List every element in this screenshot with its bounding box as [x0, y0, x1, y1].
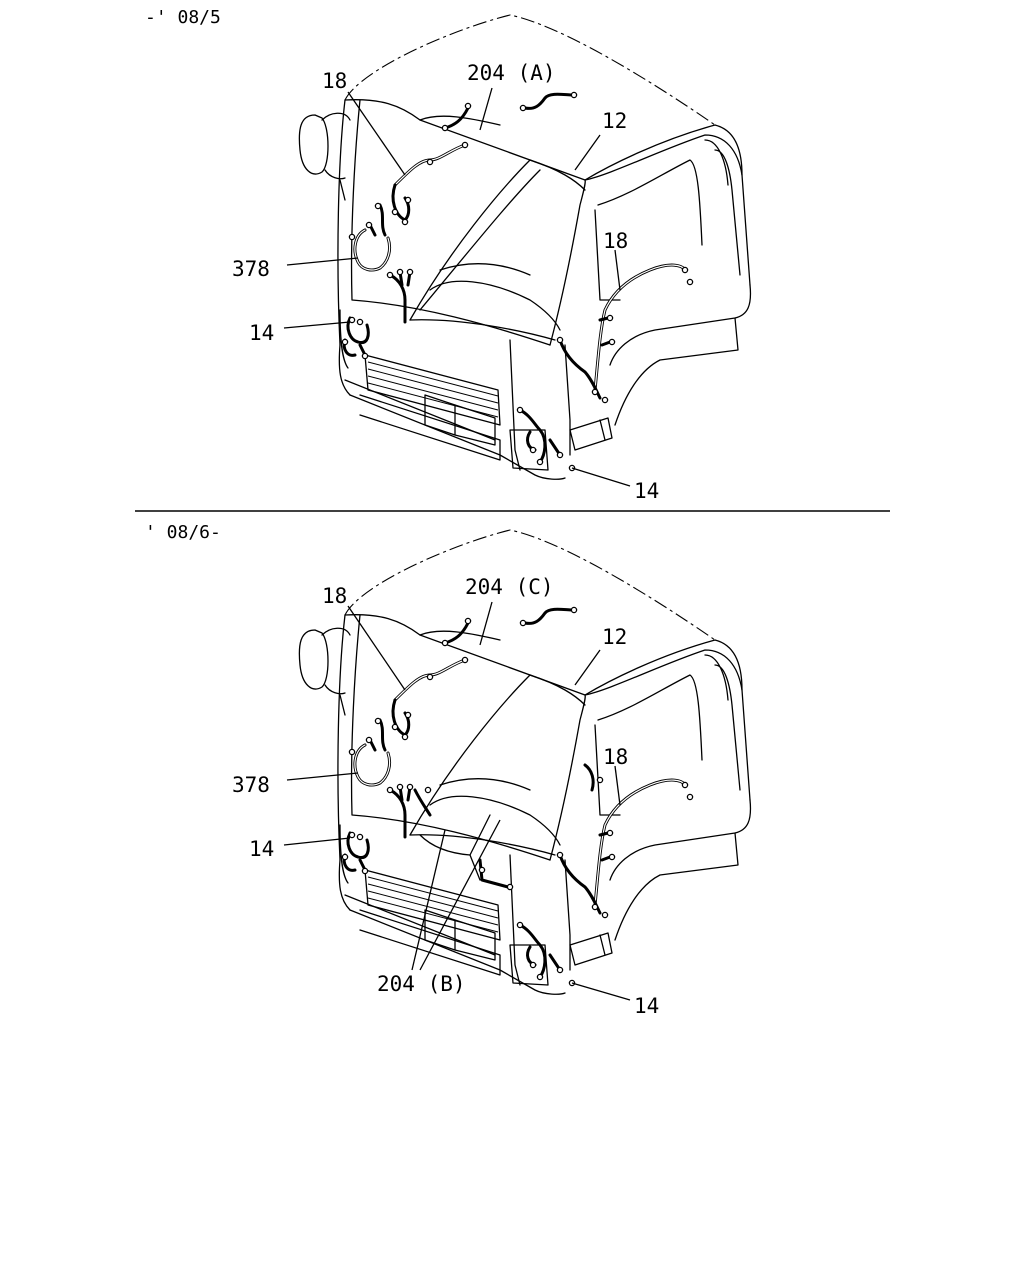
callout-18-top: 18	[322, 584, 347, 608]
callout-14-left: 14	[249, 837, 274, 861]
wire-harness	[340, 605, 695, 988]
callout-14-bottom: 14	[634, 479, 659, 503]
callout-12: 12	[602, 625, 627, 649]
callout-204-top: 204 (C)	[465, 575, 554, 599]
callout-18-right: 18	[603, 229, 628, 253]
callout-378: 378	[232, 257, 270, 281]
leader-204-bottom-b	[419, 819, 501, 971]
leader-14-left	[283, 837, 351, 846]
panel-early: -' 08/5 18 204 (A) 12 18 378 14 14	[145, 7, 752, 503]
leader-14-bottom	[571, 467, 631, 487]
leader-12	[574, 649, 601, 686]
era-label: ' 08/6-	[145, 522, 221, 543]
leader-18-right	[614, 765, 621, 806]
callout-18-right: 18	[603, 745, 628, 769]
callout-14-left: 14	[249, 321, 274, 345]
cab-outline	[298, 529, 752, 995]
leader-204-bottom-a	[411, 829, 446, 971]
leader-204-top	[479, 601, 493, 646]
leader-14-bottom	[571, 982, 631, 1001]
leader-204-top	[479, 87, 493, 131]
callout-378: 378	[232, 773, 270, 797]
leader-378	[286, 257, 359, 266]
leader-12	[574, 134, 601, 171]
era-label: -' 08/5	[145, 7, 221, 28]
callout-12: 12	[602, 109, 627, 133]
leader-18-top	[347, 605, 406, 691]
leader-18-right	[614, 249, 621, 291]
callout-204-bottom: 204 (B)	[377, 972, 466, 996]
callout-14-bottom: 14	[634, 994, 659, 1018]
panel-late: ' 08/6- 18 204 (C) 12 18 378	[145, 522, 752, 1018]
leader-18-top	[347, 91, 406, 176]
wire-harness	[340, 90, 695, 473]
leader-14-left	[283, 321, 351, 329]
leader-378	[286, 772, 359, 781]
callout-18-top: 18	[322, 69, 347, 93]
callout-204-top: 204 (A)	[467, 61, 556, 85]
